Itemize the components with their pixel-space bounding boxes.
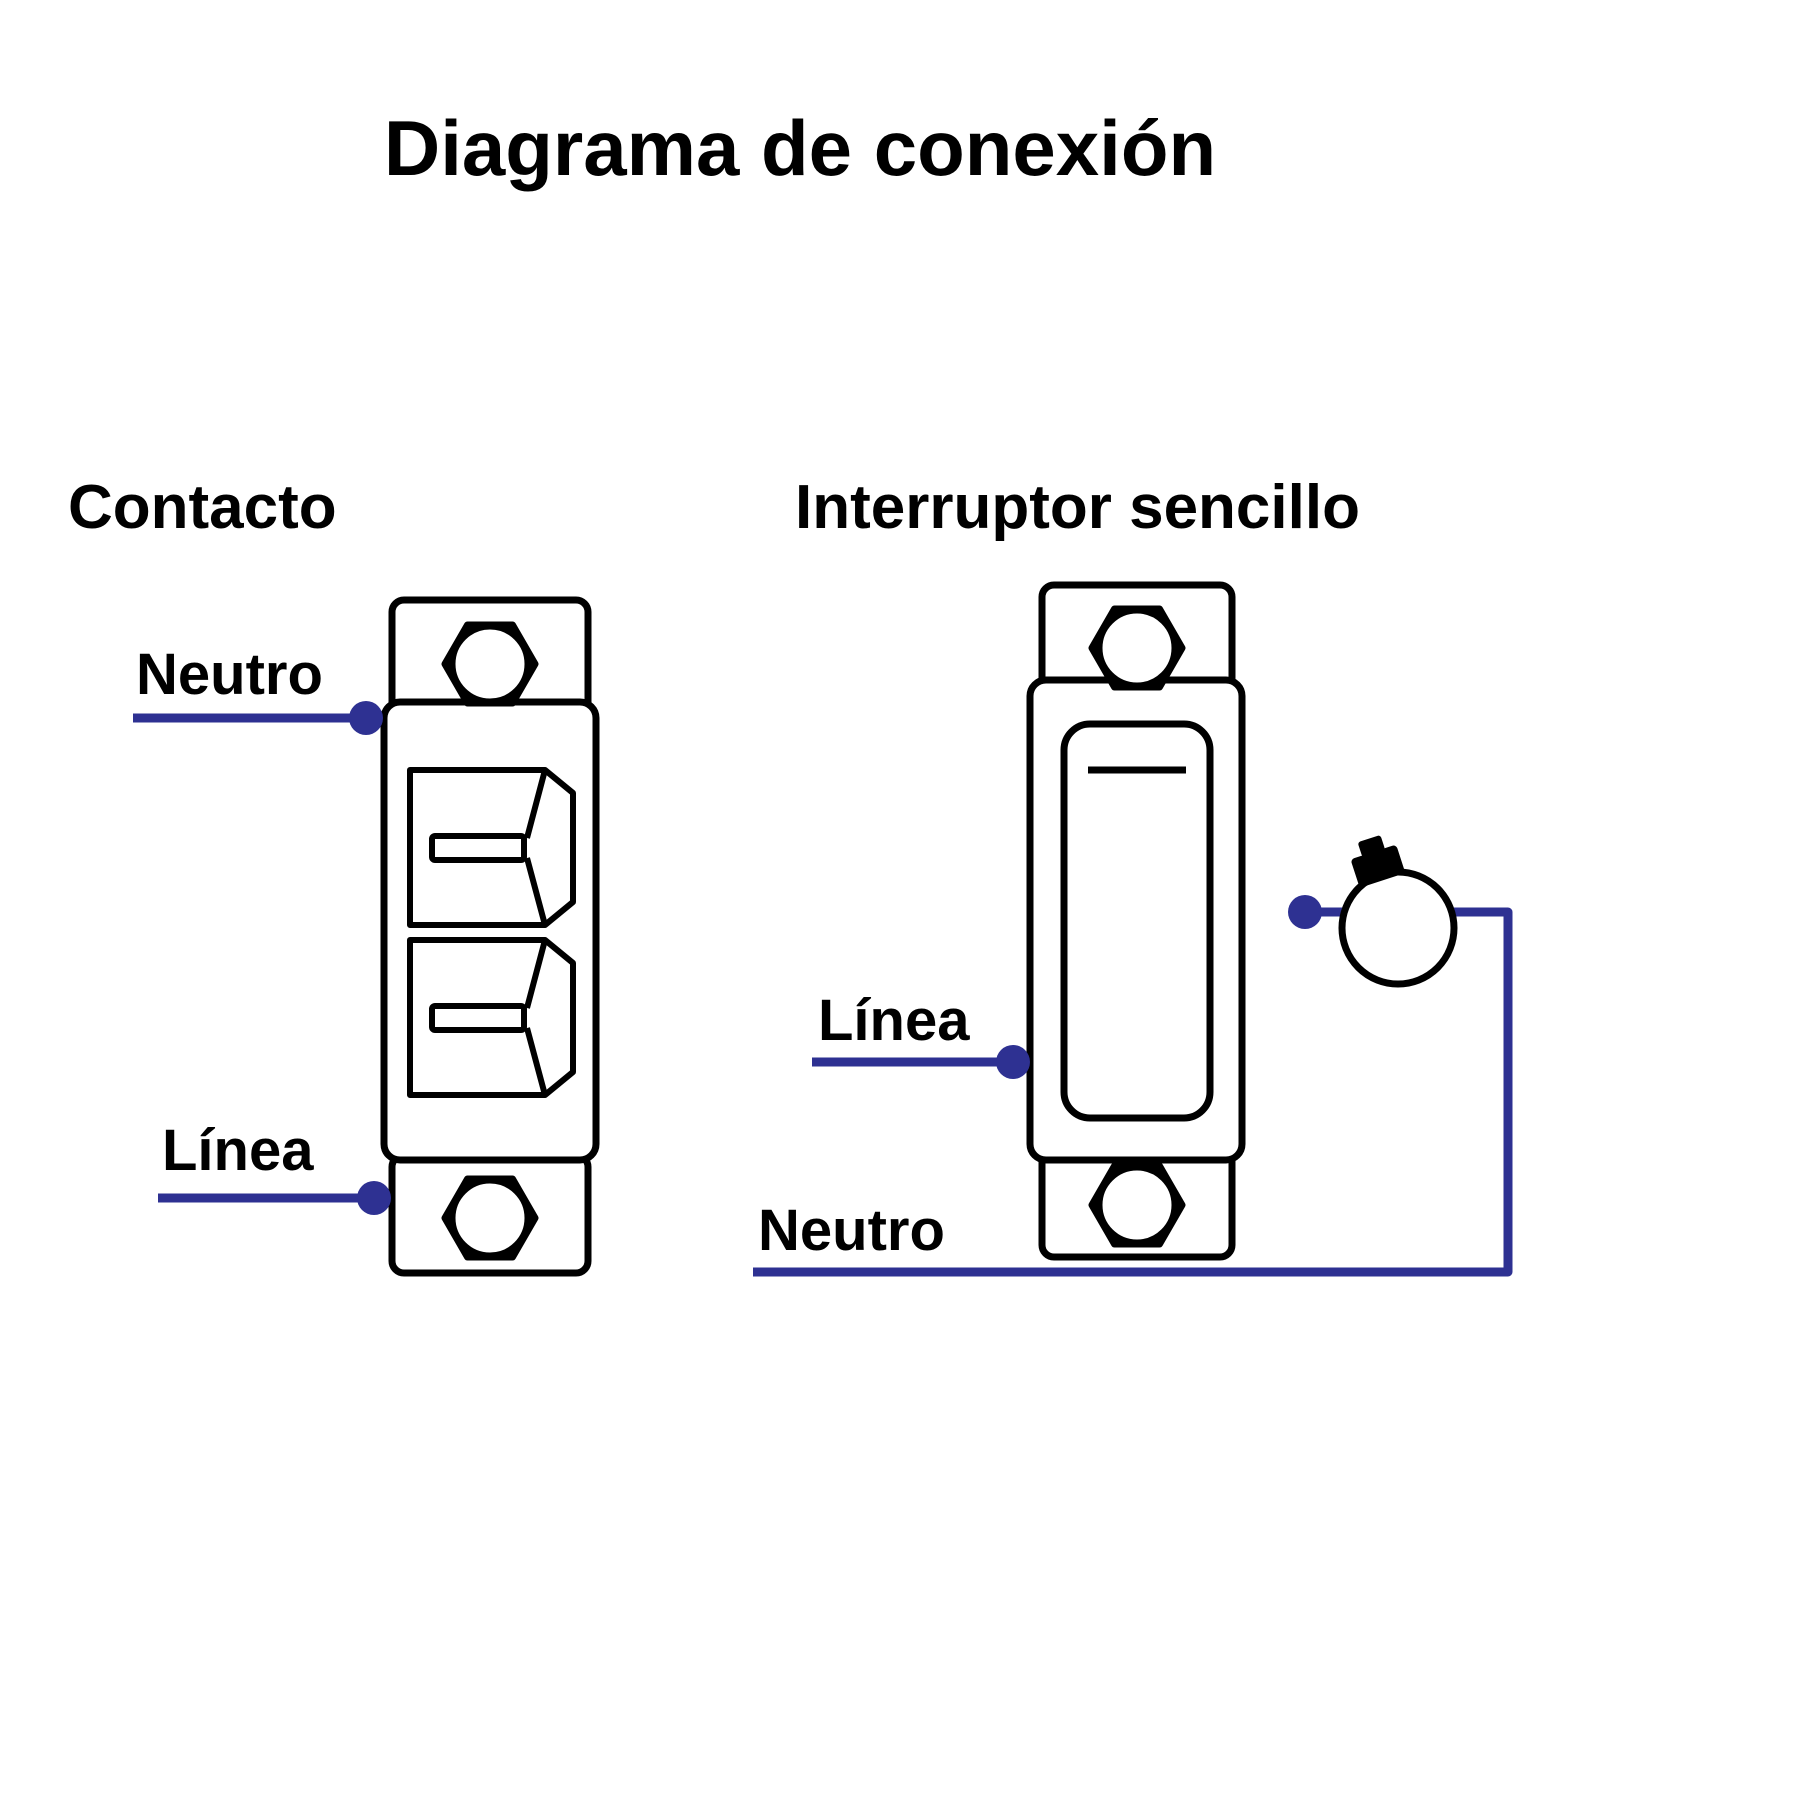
- switch-rocker: [1060, 720, 1214, 1122]
- dot-bulb: [1288, 895, 1322, 929]
- wire-neutro-right: [753, 907, 1513, 1277]
- outlet-slot-lower: [407, 937, 576, 1098]
- outlet-slot-upper: [407, 767, 576, 928]
- label-linea-left: Línea: [162, 1118, 314, 1183]
- label-neutro-left: Neutro: [136, 642, 323, 707]
- page-title: Diagrama de conexión: [384, 104, 1216, 192]
- connection-dots: [349, 701, 1322, 1215]
- switch-interruptor: [1026, 581, 1246, 1261]
- light-bulb-icon: [1338, 835, 1458, 988]
- label-contacto: Contacto: [68, 473, 337, 542]
- dot-linea-right: [996, 1045, 1030, 1079]
- dot-linea-left: [357, 1181, 391, 1215]
- outlet-contacto: [380, 596, 600, 1277]
- dot-neutro-left: [349, 701, 383, 735]
- label-neutro-right: Neutro: [758, 1198, 945, 1263]
- screw-icon: [1088, 1162, 1186, 1248]
- label-interruptor: Interruptor sencillo: [795, 473, 1360, 542]
- label-linea-right: Línea: [818, 988, 970, 1053]
- screw-icon: [441, 621, 539, 707]
- screw-icon: [441, 1175, 539, 1261]
- screw-icon: [1088, 605, 1186, 691]
